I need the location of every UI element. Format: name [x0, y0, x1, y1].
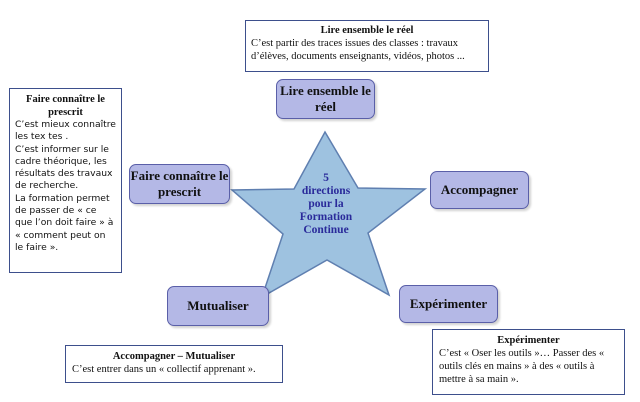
node-lire-label: Lire ensemble le réel	[280, 83, 371, 114]
node-faire-connaitre: Faire connaître le prescrit	[129, 164, 230, 204]
box-paragraph: C’est mieux connaître les tex tes .	[15, 119, 116, 143]
box-experimenter: Expérimenter C’est « Oser les outils »… …	[432, 329, 625, 395]
box-title: Accompagner – Mutualiser	[112, 351, 236, 362]
box-faire-connaitre: Faire connaître le prescrit C’est mieux …	[9, 88, 122, 273]
center-line: directions	[301, 185, 351, 197]
box-title: Expérimenter	[497, 335, 560, 346]
node-accompagner: Accompagner	[430, 171, 529, 209]
box-title: Lire ensemble le réel	[320, 25, 414, 36]
box-paragraph: C’est informer sur le cadre théorique, l…	[15, 143, 113, 192]
box-paragraph: La formation permet de passer de « ce qu…	[15, 192, 114, 253]
node-faire-label: Faire connaître le prescrit	[130, 168, 229, 199]
center-line: pour la	[308, 198, 344, 210]
node-experimenter: Expérimenter	[399, 285, 498, 323]
star-polygon	[230, 130, 428, 299]
box-body: C’est mieux connaître les tex tes . C’es…	[15, 119, 116, 254]
center-line: Formation	[299, 211, 353, 223]
node-mutualiser: Mutualiser	[167, 286, 269, 326]
node-experimenter-label: Expérimenter	[409, 296, 488, 311]
box-body: C’est entrer dans un « collectif apprena…	[72, 364, 256, 375]
box-lire-ensemble: Lire ensemble le réel C’est partir des t…	[245, 20, 489, 72]
node-mutualiser-label: Mutualiser	[187, 298, 249, 313]
box-body: C’est partir des traces issues des class…	[251, 38, 465, 62]
node-lire-ensemble: Lire ensemble le réel	[276, 79, 375, 119]
box-body: C’est « Oser les outils »… Passer des « …	[439, 348, 605, 385]
node-accompagner-label: Accompagner	[440, 182, 519, 197]
center-line: Continue	[303, 224, 349, 236]
center-label: 5 directions pour la Formation Continue	[276, 172, 376, 237]
box-accompagner-mutualiser: Accompagner – Mutualiser C’est entrer da…	[65, 345, 283, 383]
box-title: Faire connaître le prescrit	[26, 94, 105, 118]
center-line: 5	[323, 172, 329, 184]
